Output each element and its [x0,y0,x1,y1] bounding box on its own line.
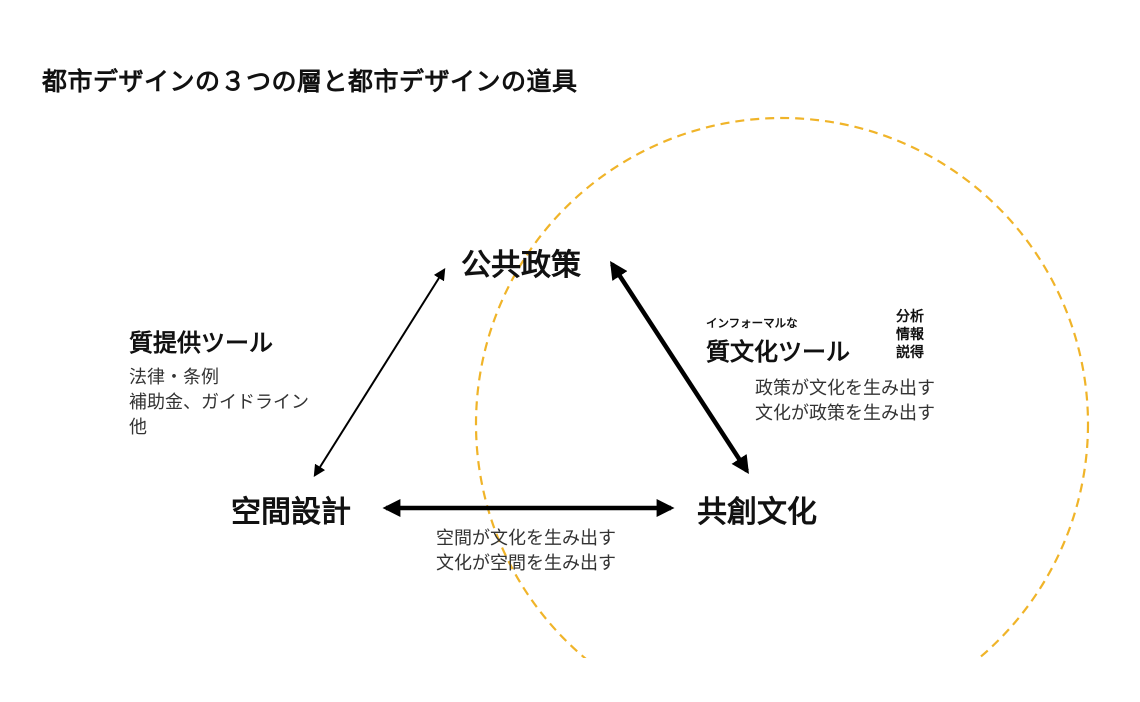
quality-tools-item: 法律・条例 [129,367,219,388]
informal-tools-notes: 政策が文化を生み出す 文化が政策を生み出す [755,376,935,426]
quality-tools-item: 他 [129,417,147,438]
informal-tools-aside-item: 情報 [896,327,924,343]
informal-tools-title: 質文化ツール [706,338,850,366]
quality-tools-list: 法律・条例 補助金、ガイドライン 他 [129,365,309,440]
quality-tools-title: 質提供ツール [129,329,273,357]
informal-tools-prefix: インフォーマルな [706,316,798,330]
quality-tools-item: 補助金、ガイドライン [129,392,309,413]
node-spatial-design: 空間設計 [231,495,351,530]
page-title: 都市デザインの３つの層と都市デザインの道具 [42,67,578,96]
informal-tools-aside-item: 説得 [896,345,924,361]
informal-culture-circle [474,116,1090,658]
spatial-culture-note: 文化が空間を生み出す [436,553,616,574]
policy-spatial-arrow [313,267,446,478]
policy-culture-arrow [610,260,749,475]
spatial-culture-note: 空間が文化を生み出す [436,528,616,549]
informal-tools-aside-item: 分析 [896,309,924,325]
informal-tools-note: 文化が政策を生み出す [755,403,935,424]
informal-tools-aside: 分析 情報 説得 [896,308,924,362]
spatial-culture-notes: 空間が文化を生み出す 文化が空間を生み出す [436,526,616,576]
node-public-policy: 公共政策 [461,248,581,283]
node-co-creation-culture: 共創文化 [697,495,817,530]
informal-tools-note: 政策が文化を生み出す [755,378,935,399]
